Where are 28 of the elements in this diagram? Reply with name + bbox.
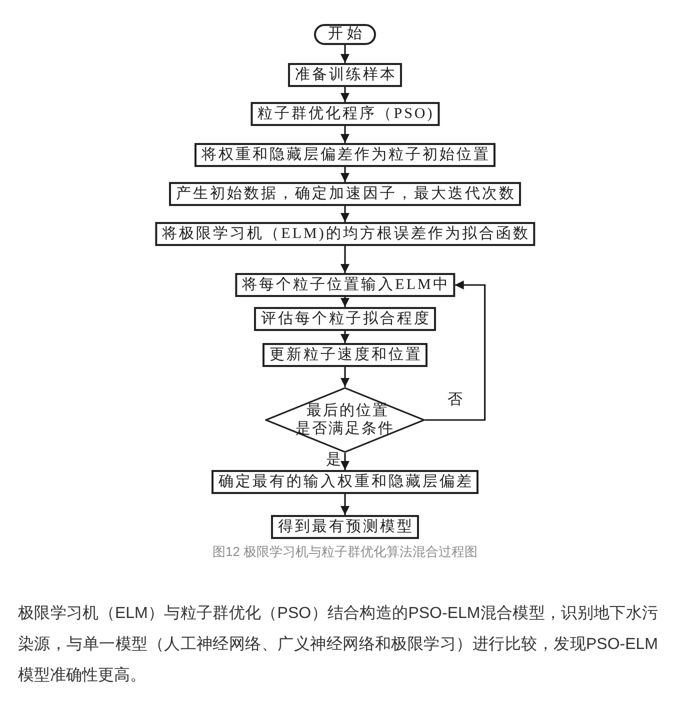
arrow	[340, 45, 350, 63]
arrow	[340, 297, 350, 307]
process-box: 确定最有的输入权重和隐藏层偏差	[212, 470, 478, 494]
edge-label: 否	[447, 391, 462, 409]
process-box: 评估每个粒子拟合程度	[254, 307, 436, 331]
process-box: 粒子群优化程序（PSO)	[250, 102, 440, 126]
arrow	[340, 367, 350, 387]
arrow	[340, 246, 350, 273]
process-box: 更新粒子速度和位置	[262, 343, 428, 367]
process-box: 准备训练样本	[288, 63, 402, 87]
process-box: 得到最有预测模型	[271, 515, 419, 539]
decision-diamond: 最后的位置是否满足条件	[265, 387, 425, 453]
process-box: 将每个粒子位置输入ELM中	[235, 273, 455, 297]
body-paragraph: 极限学习机（ELM）与粒子群优化（PSO）结合构造的PSO-ELM混合模型，识别地下水污染源，与单一模型（人工神经网络、广义神经网络和极限学习）进行比较，发现PSO-ELM模型准确性更高。	[18, 604, 658, 686]
arrow	[340, 453, 350, 470]
arrow	[425, 280, 486, 421]
process-box: 产生初始数据，确定加速因子，最大迭代次数	[169, 182, 521, 206]
arrow	[340, 206, 350, 222]
arrow	[340, 167, 350, 182]
process-box: 将极限学习机（ELM)的均方根误差作为拟合函数	[155, 222, 535, 246]
arrow	[340, 87, 350, 102]
figure-caption: 图12 极限学习机与粒子群优化算法混合过程图	[212, 543, 478, 561]
arrow	[340, 331, 350, 343]
edge-label: 是	[326, 451, 341, 469]
process-box: 将权重和隐藏层偏差作为粒子初始位置	[194, 143, 496, 167]
start-terminal: 开始	[314, 24, 376, 45]
arrow	[340, 126, 350, 143]
arrow	[340, 494, 350, 515]
